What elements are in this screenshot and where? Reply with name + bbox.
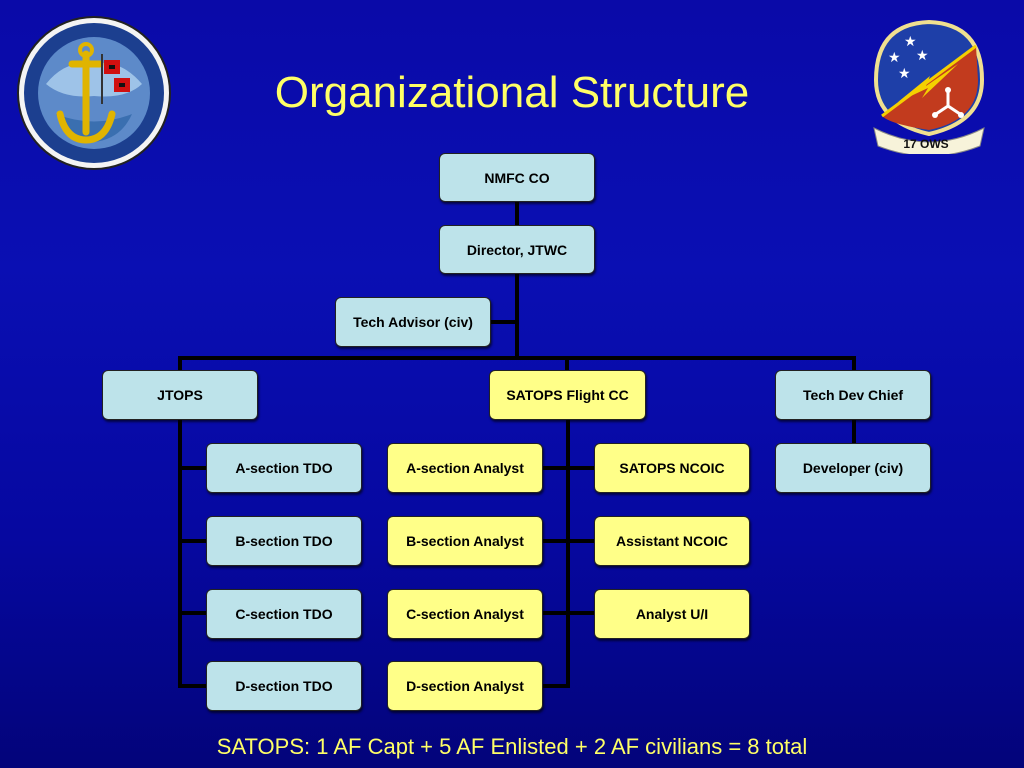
box-tech-advisor: Tech Advisor (civ) — [335, 297, 491, 347]
box-b-section-analyst: B-section Analyst — [387, 516, 543, 566]
box-satops-ncoic: SATOPS NCOIC — [594, 443, 750, 493]
box-director-jtwc: Director, JTWC — [439, 225, 595, 274]
17-ows-patch-logo: ★ ★ ★ ★ 17 OWS — [873, 19, 985, 154]
box-a-section-tdo: A-section TDO — [206, 443, 362, 493]
svg-text:★: ★ — [916, 48, 929, 64]
box-satops-flight-cc: SATOPS Flight CC — [489, 370, 646, 420]
jtwc-seal-logo — [17, 16, 171, 170]
box-d-section-tdo: D-section TDO — [206, 661, 362, 711]
box-c-section-analyst: C-section Analyst — [387, 589, 543, 639]
patch-banner-text: 17 OWS — [903, 137, 948, 151]
svg-text:★: ★ — [898, 66, 911, 82]
box-assistant-ncoic: Assistant NCOIC — [594, 516, 750, 566]
page-title: Organizational Structure — [274, 68, 750, 117]
box-d-section-analyst: D-section Analyst — [387, 661, 543, 711]
box-a-section-analyst: A-section Analyst — [387, 443, 543, 493]
svg-text:★: ★ — [904, 34, 917, 50]
footer-summary: SATOPS: 1 AF Capt + 5 AF Enlisted + 2 AF… — [216, 734, 808, 759]
box-b-section-tdo: B-section TDO — [206, 516, 362, 566]
box-developer-civ: Developer (civ) — [775, 443, 931, 493]
svg-text:★: ★ — [888, 50, 901, 66]
box-analyst-ui: Analyst U/I — [594, 589, 750, 639]
box-c-section-tdo: C-section TDO — [206, 589, 362, 639]
box-nmfc-co: NMFC CO — [439, 153, 595, 202]
box-jtops: JTOPS — [102, 370, 258, 420]
box-tech-dev-chief: Tech Dev Chief — [775, 370, 931, 420]
